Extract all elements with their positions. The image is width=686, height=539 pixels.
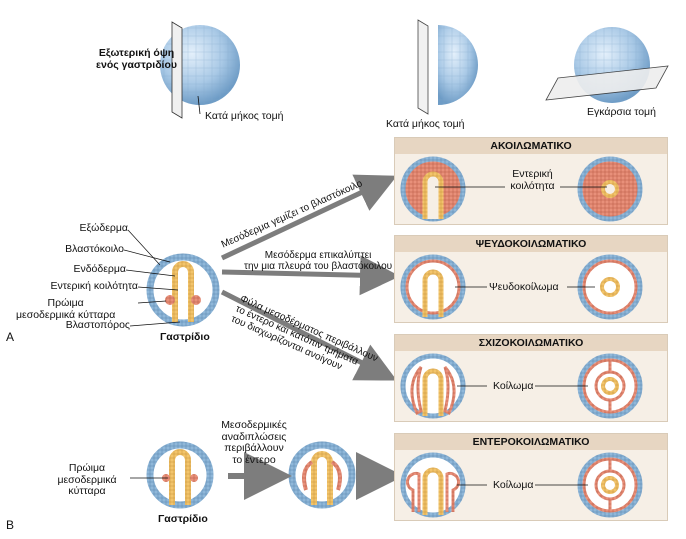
panel-enterocoelomate: ΕΝΤΕΡΟΚΟΙΛΩΜΑΤΙΚΟ Κοίλωμα <box>394 433 668 521</box>
longitudinal-label-1: Κατά μήκος τομή <box>205 110 284 122</box>
label-blastopore: Βλαστοπόρος <box>65 319 130 331</box>
panel-title: ΣΧΙΖΟΚΟΙΛΩΜΑΤΙΚΟ <box>395 335 667 351</box>
panel-center-label: Κοίλωμα <box>493 479 534 491</box>
label-b-early-mesoderm: Πρώιμα μεσοδερμικά κύτταρα <box>57 462 117 498</box>
label-b-arrow-text: Μεσοδερμικές αναδιπλώσεις περιβάλλουν το… <box>221 419 287 466</box>
gastrula-a-label: Γαστρίδιο <box>160 331 210 343</box>
panel-art <box>400 156 643 222</box>
section-a-leaders <box>123 229 181 327</box>
gastrula-a <box>146 253 220 327</box>
longitudinal-sphere <box>417 19 478 115</box>
arrow-acoelomate <box>220 174 398 261</box>
panel-title: ΕΝΤΕΡΟΚΟΙΛΩΜΑΤΙΚΟ <box>395 434 667 450</box>
panel-art <box>400 254 643 320</box>
section-a-marker: Α <box>6 330 15 344</box>
panel-art <box>400 452 643 518</box>
cross-sphere <box>545 27 669 103</box>
panel-schizocoelomate: ΣΧΙΖΟΚΟΙΛΩΜΑΤΙΚΟ Κοίλωμα <box>394 334 668 422</box>
label-early-mesoderm: Πρώιμα μεσοδερμικά κύτταρα <box>16 297 116 321</box>
folding-embryo <box>288 441 356 509</box>
panel-center-label: Ψευδοκοίλωμα <box>489 281 559 293</box>
label-ectoderm: Εξώδερμα <box>79 222 128 234</box>
arrow-schizocoelomate <box>220 289 397 381</box>
section-b-marker: Β <box>6 518 15 532</box>
panel-title: ΑΚΟΙΛΩΜΑΤΙΚΟ <box>395 138 667 154</box>
external-view-sphere <box>160 21 240 119</box>
label-gut-cavity: Εντερική κοιλότητα <box>50 280 138 292</box>
longitudinal-label-2: Κατά μήκος τομή <box>386 118 465 130</box>
panel-acoelomate: ΑΚΟΙΛΩΜΑΤΙΚΟ Εντερική κοιλότητα <box>394 137 668 225</box>
panel-center-label: Εντερική κοιλότητα <box>510 168 555 192</box>
gastrula-b-label: Γαστρίδιο <box>158 513 208 525</box>
label-blastocoel: Βλαστόκοιλο <box>65 243 124 255</box>
external-view-label: Εξωτερική όψη ενός γαστριδίου <box>96 47 178 71</box>
arrow2-text: Μεσόδερμα επικαλύπτει την μια πλευρά του… <box>244 250 393 272</box>
leader-line <box>197 95 201 115</box>
cross-section-label: Εγκάρσια τομή <box>587 106 656 118</box>
arrow-pseudocoelomate <box>221 255 400 296</box>
panel-pseudocoelomate: ΨΕΥΔΟΚΟΙΛΩΜΑΤΙΚΟ Ψευδοκοίλωμα <box>394 235 668 323</box>
panel-title: ΨΕΥΔΟΚΟΙΛΩΜΑΤΙΚΟ <box>395 236 667 252</box>
panel-art <box>400 353 643 419</box>
panel-center-label: Κοίλωμα <box>493 380 534 392</box>
gastrula-b <box>146 441 214 509</box>
label-endoderm: Ενδόδερμα <box>73 263 126 275</box>
